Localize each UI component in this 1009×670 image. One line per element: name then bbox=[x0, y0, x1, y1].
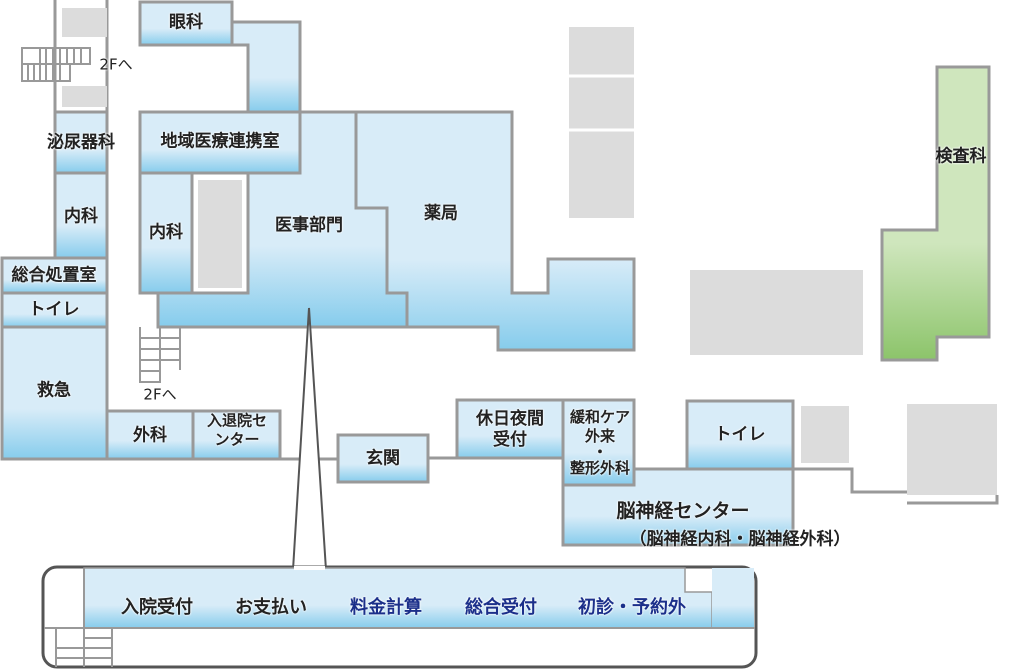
label-toilet-right: トイレ bbox=[714, 424, 766, 445]
label-palliative-2: 外来 bbox=[584, 426, 616, 445]
label-laboratory: 検査科 bbox=[935, 146, 987, 167]
label-palliative-orthopedics: 緩和ケア 外来 ・ 整形外科 bbox=[570, 408, 630, 478]
callout-payment: お支払い bbox=[235, 596, 307, 618]
label-neuro-center-sub: （脳神経内科・脳神経外科） bbox=[629, 529, 851, 550]
room-night-reception bbox=[455, 398, 565, 460]
label-surgery: 外科 bbox=[133, 425, 167, 446]
label-palliative-1: 緩和ケア bbox=[569, 408, 631, 427]
room-internal-center bbox=[138, 171, 194, 295]
room-entrance bbox=[336, 433, 430, 484]
room-admission bbox=[191, 409, 282, 461]
room-liaison bbox=[138, 110, 302, 175]
room-ophthalmology-ext bbox=[230, 20, 302, 114]
label-treatment: 総合処置室 bbox=[11, 265, 97, 286]
room-emergency bbox=[0, 325, 109, 461]
label-neuro-center: 脳神経センター bbox=[616, 500, 750, 523]
room-toilet-left bbox=[0, 291, 109, 329]
callout-general-reception: 総合受付 bbox=[465, 596, 537, 618]
label-admission-center: 入退院センター bbox=[206, 411, 267, 448]
label-medical-affairs: 医事部門 bbox=[275, 215, 343, 236]
room-laboratory bbox=[880, 65, 991, 362]
label-entrance: 玄関 bbox=[366, 448, 400, 469]
room-urology bbox=[53, 110, 109, 175]
room-pharmacy bbox=[354, 110, 636, 352]
stairs-upper-graphic bbox=[21, 47, 91, 82]
label-emergency: 救急 bbox=[37, 380, 71, 401]
label-pharmacy: 薬局 bbox=[424, 203, 458, 224]
label-dot: ・ bbox=[592, 442, 608, 461]
gray-blocks bbox=[62, 8, 997, 495]
label-ophthalmology: 眼科 bbox=[169, 12, 203, 33]
callout-first-visit: 初診・予約外 bbox=[578, 596, 686, 618]
callout-billing: 料金計算 bbox=[350, 596, 422, 618]
label-urology: 泌尿器科 bbox=[47, 132, 115, 153]
label-night-reception: 休日夜間受付 bbox=[476, 408, 544, 450]
label-internal-center: 内科 bbox=[149, 222, 183, 243]
label-orthopedics: 整形外科 bbox=[569, 459, 631, 478]
room-neuro-center bbox=[561, 467, 795, 547]
callout-pointer bbox=[291, 307, 328, 571]
label-stairs-lower: 2Fへ bbox=[143, 385, 177, 404]
label-stairs-upper: 2Fへ bbox=[99, 55, 133, 74]
room-palliative bbox=[561, 398, 636, 487]
callout-admission-reception: 入院受付 bbox=[121, 596, 193, 618]
label-toilet-left: トイレ bbox=[28, 299, 80, 320]
stairs-lower-graphic bbox=[139, 327, 181, 383]
label-internal-left: 内科 bbox=[64, 206, 98, 227]
label-community-liaison: 地域医療連携室 bbox=[160, 131, 280, 152]
